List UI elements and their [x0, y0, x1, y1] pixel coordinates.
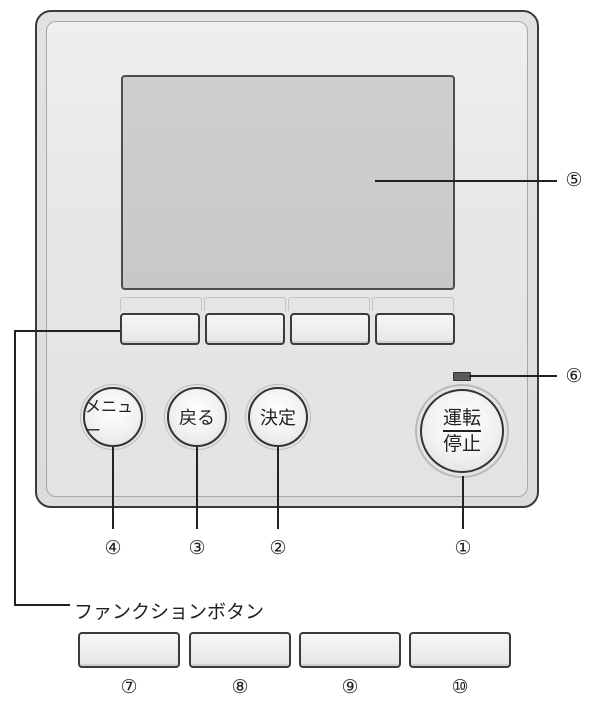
- function-key-3[interactable]: [290, 313, 370, 345]
- callout-5: ⑤: [565, 169, 583, 191]
- function-key-7[interactable]: [78, 632, 180, 668]
- leader-line-4: [112, 447, 114, 529]
- callout-6: ⑥: [565, 365, 583, 387]
- run-divider: [443, 430, 481, 432]
- leader-line-3: [196, 447, 198, 529]
- callout-4: ④: [104, 537, 122, 559]
- fkey-groove: [120, 297, 202, 311]
- leader-line-function: [14, 330, 120, 332]
- leader-line-1: [462, 476, 464, 529]
- callout-8: ⑧: [231, 676, 249, 698]
- function-key-8[interactable]: [189, 632, 291, 668]
- run-label: 運転: [442, 407, 481, 429]
- fkey-groove: [288, 297, 370, 311]
- fkey-groove: [372, 297, 454, 311]
- callout-9: ⑨: [341, 676, 359, 698]
- leader-line-5: [375, 180, 557, 182]
- function-key-9[interactable]: [299, 632, 401, 668]
- menu-button[interactable]: メニュー: [80, 384, 146, 450]
- back-button-label: 戻る: [179, 408, 215, 429]
- stop-label: 停止: [442, 433, 481, 455]
- callout-7: ⑦: [120, 676, 138, 698]
- function-button-caption: ファンクションボタン: [74, 601, 265, 623]
- callout-1: ①: [454, 537, 472, 559]
- confirm-button-label: 決定: [260, 408, 296, 429]
- leader-line-2: [277, 447, 279, 529]
- back-button[interactable]: 戻る: [164, 384, 230, 450]
- callout-2: ②: [269, 537, 287, 559]
- lcd-screen: [121, 75, 455, 290]
- confirm-button[interactable]: 決定: [245, 384, 311, 450]
- run-stop-button[interactable]: 運転 停止: [415, 384, 509, 478]
- fkey-groove: [204, 297, 286, 311]
- function-key-10[interactable]: [409, 632, 511, 668]
- leader-line-function-bottom: [14, 604, 70, 606]
- callout-3: ③: [188, 537, 206, 559]
- leader-line-6: [469, 375, 557, 377]
- callout-10: ⑩: [451, 676, 469, 698]
- function-key-1[interactable]: [120, 313, 200, 345]
- menu-button-label: メニュー: [85, 397, 134, 440]
- leader-line-function-vertical: [14, 330, 16, 606]
- function-key-4[interactable]: [375, 313, 455, 345]
- function-key-2[interactable]: [205, 313, 285, 345]
